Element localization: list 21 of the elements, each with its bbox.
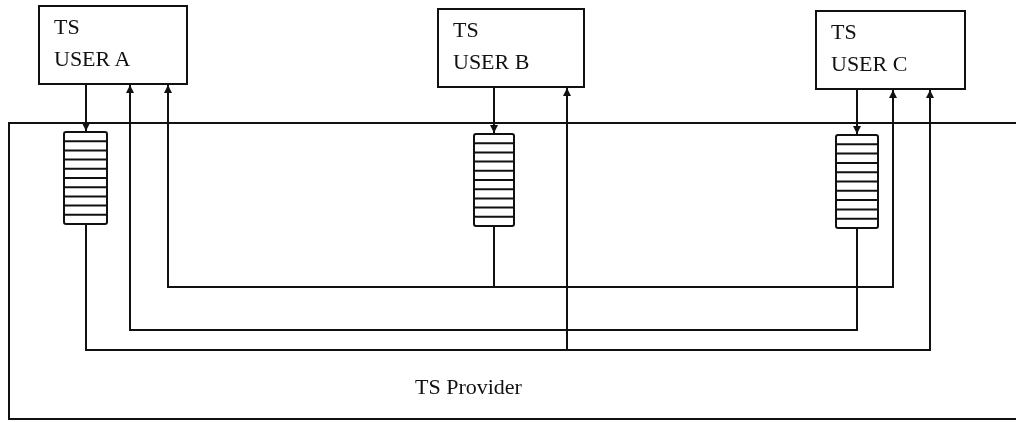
provider-box xyxy=(8,122,1016,420)
arrow xyxy=(490,87,498,134)
arrow xyxy=(493,89,897,288)
arrow xyxy=(164,84,495,288)
user-prefix: TS xyxy=(54,13,81,41)
user-box xyxy=(815,10,966,90)
queue-buffer-icon xyxy=(63,131,108,225)
arrow xyxy=(126,84,858,331)
provider-label: TS Provider xyxy=(415,374,522,400)
arrow xyxy=(853,89,861,135)
user-box xyxy=(38,5,188,85)
user-name: USER B xyxy=(453,48,531,76)
user-box xyxy=(437,8,585,88)
queue-buffer-icon xyxy=(473,133,515,227)
user-prefix: TS xyxy=(831,18,858,46)
queue-buffer-icon xyxy=(835,134,879,229)
user-name: USER A xyxy=(54,45,132,73)
arrow xyxy=(85,89,934,351)
arrow xyxy=(82,84,90,132)
user-name: USER C xyxy=(831,50,909,78)
user-prefix: TS xyxy=(453,16,480,44)
